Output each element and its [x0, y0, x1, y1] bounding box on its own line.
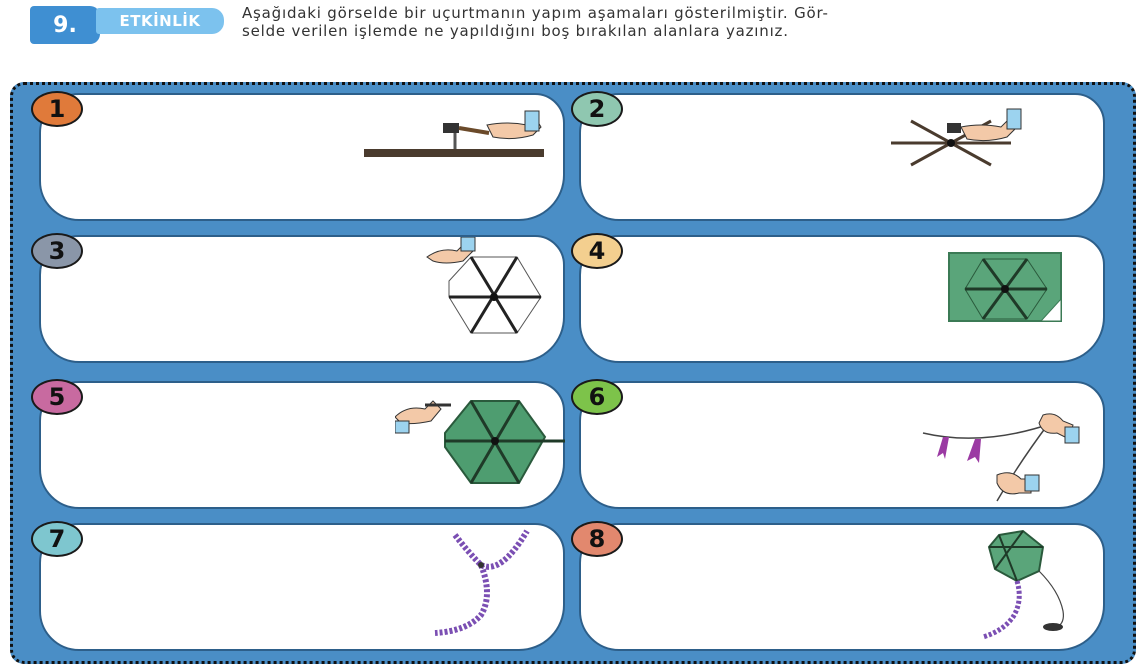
kite-tail-icon	[421, 527, 551, 639]
instruction-line-2: selde verilen işlemde ne yapıldığını boş…	[242, 22, 1062, 40]
step-card-5[interactable]: 5	[39, 381, 565, 509]
step-number-6: 6	[571, 379, 623, 415]
hammer-nailing-stick-icon	[359, 109, 549, 169]
step-card-6[interactable]: 6	[579, 381, 1105, 509]
activity-tag: ETKİNLİK	[96, 8, 224, 34]
gluing-hexagon-kite-icon	[395, 387, 575, 487]
instruction-line-1: Aşağıdaki görselde bir uçurtmanın yapım …	[242, 4, 1062, 22]
step-card-3[interactable]: 3	[39, 235, 565, 363]
step-card-1[interactable]: 1	[39, 93, 565, 221]
activity-number-badge: 9.	[30, 6, 100, 44]
step-number-1: 1	[31, 91, 83, 127]
instruction-text: Aşağıdaki görselde bir uçurtmanın yapım …	[242, 4, 1062, 40]
hexagon-frame-string-icon	[421, 237, 561, 337]
step-number-4: 4	[571, 233, 623, 269]
step-number-7: 7	[31, 521, 83, 557]
finished-kite-icon	[961, 529, 1091, 641]
frame-on-green-paper-icon	[947, 251, 1067, 323]
step-number-3: 3	[31, 233, 83, 269]
step-card-8[interactable]: 8	[579, 523, 1105, 651]
tying-tassels-string-icon	[919, 413, 1089, 513]
step-number-8: 8	[571, 521, 623, 557]
crossed-sticks-hammer-icon	[881, 101, 1051, 171]
step-card-4[interactable]: 4	[579, 235, 1105, 363]
step-card-2[interactable]: 2	[579, 93, 1105, 221]
step-card-7[interactable]: 7	[39, 523, 565, 651]
step-number-2: 2	[571, 91, 623, 127]
activity-frame: 1 2 3	[10, 82, 1136, 664]
step-number-5: 5	[31, 379, 83, 415]
